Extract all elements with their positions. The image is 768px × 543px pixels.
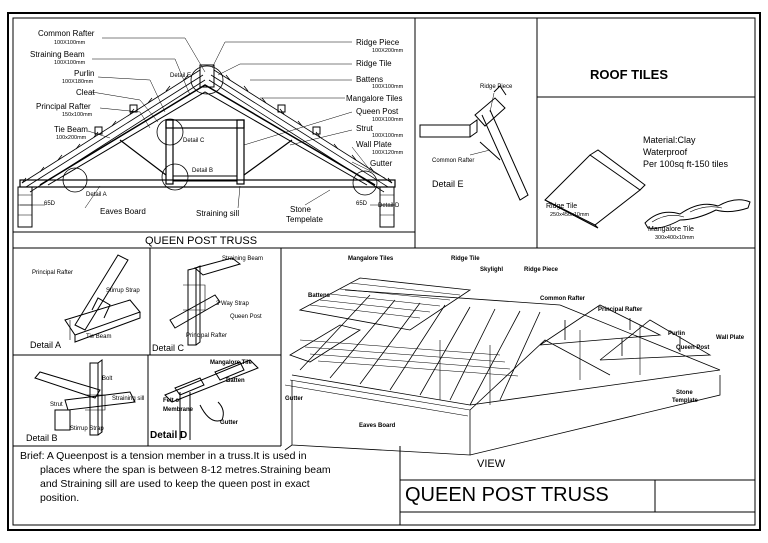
main-truss-title: QUEEN POST TRUSS [145, 235, 258, 247]
view-stone-2: Template [672, 398, 698, 404]
detail-e-drawing [419, 85, 529, 201]
label-queen-post: Queen Post [356, 107, 399, 116]
detail-d-mangalore-tile: Mangalore Tile [210, 360, 252, 366]
label-principal-rafter-size: 150x100mm [62, 112, 93, 118]
queen-post-truss-drawing [17, 37, 396, 228]
label-common-rafter-size: 100X100mm [54, 40, 86, 46]
detail-b-stirrup-strap: Stirrup Strap [70, 426, 104, 432]
roof-tiles-waterproof: Waterproof [643, 147, 688, 157]
detail-d-felt-2: Membrane [163, 407, 194, 413]
view-queen-post: Queen Post [676, 345, 710, 351]
label-ridge-piece-size: 100X200mm [372, 48, 404, 54]
callout-detail-d: Detail D [378, 203, 400, 209]
detail-d-drawing [164, 359, 259, 440]
label-common-rafter: Common Rafter [38, 29, 95, 38]
detail-b-straining-sill: Straining sill [112, 396, 145, 402]
detail-c-straining-beam: Straining Beam [222, 256, 264, 262]
detail-a-drawing [64, 254, 141, 343]
roof-tiles-drawings [544, 149, 751, 229]
detail-a-caption: Detail A [30, 340, 62, 350]
label-purlin-size: 100X180mm [62, 79, 94, 85]
detail-a-principal-rafter: Principal Rafter [32, 270, 74, 276]
detail-a-tie-beam: Tie Beam [86, 334, 112, 340]
view-battens: Battens [308, 293, 331, 299]
outer-border [7, 12, 761, 531]
detail-b-bolt: Bolt [102, 376, 113, 382]
label-wall-plate-size: 100X120mm [372, 150, 404, 156]
roof-tiles-material: Material:Clay [643, 135, 696, 145]
label-strut: Strut [356, 124, 373, 133]
detail-e-ridge-piece: Ridge Piece [480, 84, 513, 90]
detail-c-principal-rafter: Principal Rafter [186, 333, 228, 339]
label-stone-1: Stone [290, 205, 311, 214]
dim-right: 65D [356, 201, 368, 207]
detail-e-caption: Detail E [432, 179, 464, 189]
panel-grid [13, 18, 755, 525]
view-wall-plate: Wall Plate [716, 335, 745, 341]
label-eaves-board: Eaves Board [100, 207, 146, 216]
title-block-title: QUEEN POST TRUSS [405, 484, 609, 506]
view-caption: VIEW [477, 458, 506, 470]
view-stone-1: Stone [676, 390, 693, 396]
label-stone-2: Tempelate [286, 215, 323, 224]
detail-c-3-way-strap: 3 Way Strap [216, 301, 249, 307]
detail-c-caption: Detail C [152, 343, 185, 353]
label-straining-beam-size: 100X100mm [54, 60, 86, 66]
perspective-view-drawing [284, 277, 721, 456]
detail-d-caption: Detail D [150, 430, 188, 441]
view-gutter: Gutter [285, 396, 303, 402]
ridge-tile-label: Ridge Tile [546, 203, 578, 210]
detail-d-gutter: Gutter [220, 420, 238, 426]
brief-line-4: position. [40, 492, 80, 504]
detail-b-caption: Detail B [26, 433, 58, 443]
detail-e-common-rafter: Common Rafter [432, 158, 475, 164]
view-purlin: Purlin [668, 331, 686, 337]
detail-b-strut: Strut [50, 402, 63, 408]
label-battens: Battens [356, 75, 384, 84]
label-ridge-tile: Ridge Tile [356, 59, 392, 68]
view-principal-rafter: Principal Rafter [598, 307, 643, 313]
mangalore-tile-size: 300x400x10mm [655, 235, 695, 241]
callout-detail-c: Detail C [183, 138, 205, 144]
detail-d-batten: Batten [226, 378, 245, 384]
inner-border [12, 17, 756, 526]
label-mangalore-tiles: Mangalore Tiles [346, 94, 403, 103]
label-strut-size: 100X100mm [372, 133, 404, 139]
roof-tiles-per: Per 100sq ft-150 tiles [643, 159, 729, 169]
callout-detail-a: Detail A [86, 192, 107, 198]
label-wall-plate: Wall Plate [356, 140, 392, 149]
ridge-tile-size: 250x450x10mm [550, 212, 590, 218]
view-mangalore-tiles: Mangalore Tiles [348, 256, 394, 262]
view-ridge-tile: Ridge Tile [451, 256, 480, 262]
label-tie-beam-size: 100x200mm [56, 135, 87, 141]
brief-line-1: Brief: A Queenpost is a tension member i… [20, 450, 307, 462]
view-common-rafter: Common Rafter [540, 296, 586, 302]
detail-a-stirrup-strap: Stirrup Strap [106, 288, 140, 294]
dim-left: 65D [44, 201, 56, 207]
label-cleat: Cleat [76, 88, 95, 97]
detail-c-drawing [169, 257, 242, 346]
view-ridge-piece: Ridge Piece [524, 267, 559, 273]
detail-d-felt-1: Felt or [163, 398, 182, 404]
label-purlin: Purlin [74, 69, 95, 78]
label-straining-sill: Straining sill [196, 209, 240, 218]
mangalore-tile-label: Mangalore Tile [648, 226, 694, 233]
label-tie-beam: Tie Beam [54, 125, 88, 134]
callout-detail-b: Detail B [192, 168, 214, 174]
label-ridge-piece: Ridge Piece [356, 38, 400, 47]
label-principal-rafter: Principal Rafter [36, 102, 91, 111]
view-eaves-board: Eaves Board [359, 423, 396, 429]
label-queen-post-size: 100X100mm [372, 117, 404, 123]
view-skylight: Skylighl [480, 267, 504, 273]
detail-c-queen-post: Queen Post [230, 314, 262, 320]
detail-b-drawing [34, 359, 136, 436]
label-straining-beam: Straining Beam [30, 50, 85, 59]
label-battens-size: 100X100mm [372, 84, 404, 90]
brief-line-2: places where the span is between 8-12 me… [40, 464, 331, 476]
roof-tiles-title: ROOF TILES [590, 67, 668, 82]
callout-detail-e: Detail E [170, 73, 192, 79]
brief-line-3: and Straining sill are used to keep the … [40, 478, 310, 490]
label-gutter: Gutter [370, 159, 393, 168]
